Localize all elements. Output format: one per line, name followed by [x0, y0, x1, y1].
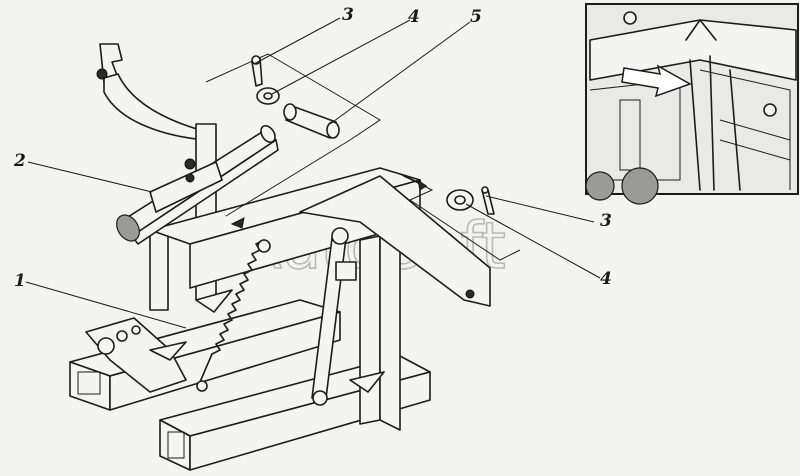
return-spring [196, 239, 271, 392]
link-rod [311, 227, 357, 406]
callout-4-right: 4 [600, 269, 612, 289]
callout-2: 2 [13, 151, 26, 171]
callout-4-top: 4 [408, 7, 420, 27]
leader-lines [25, 17, 601, 329]
arrow-right-icon [621, 64, 692, 98]
upper-mounting-arm [96, 43, 207, 141]
callout-5: 5 [470, 7, 482, 27]
hydraulic-cylinder [116, 124, 279, 245]
callout-1: 1 [14, 271, 26, 291]
exploded-parts-right [399, 173, 521, 261]
main-frame [69, 123, 431, 471]
inset-location-view [585, 3, 799, 205]
exploded-parts-top [205, 53, 381, 217]
callout-3-top: 3 [342, 5, 354, 25]
callout-3-right: 3 [600, 211, 612, 231]
right-bracket [299, 175, 491, 307]
assembly-direction-arrow [230, 217, 245, 229]
